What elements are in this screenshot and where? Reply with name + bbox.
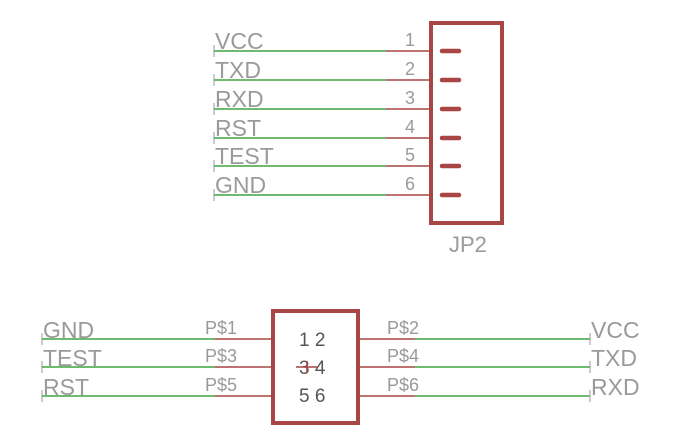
header-left-pin-2: TEST P$3 — [41, 345, 273, 373]
net-label: TXD — [591, 345, 637, 371]
net-label: RXD — [215, 86, 264, 112]
net-label: RST — [215, 115, 261, 141]
header-left-pin-3: RST P$5 — [41, 374, 273, 402]
header-row-3-numbers: 5 6 — [299, 386, 325, 407]
pin-number: 6 — [405, 174, 415, 194]
pin-number: 5 — [405, 145, 415, 165]
jp2-pin-6: GND 6 — [213, 172, 462, 201]
jp2-part-name: JP2 — [449, 232, 487, 257]
net-label: TEST — [215, 143, 274, 169]
pin-number: 4 — [405, 117, 415, 137]
net-label: TXD — [215, 57, 261, 83]
header-right-pins: P$2 VCC P$4 TXD P$6 RXD — [358, 317, 640, 402]
header-2x3: 1 2 3 4 5 6 — [271, 309, 360, 425]
net-label: VCC — [591, 317, 640, 343]
jp2-pin-2: TXD 2 — [213, 57, 462, 86]
pad-label: P$4 — [387, 346, 419, 366]
net-label: RXD — [591, 374, 640, 400]
header-right-pin-2: P$4 TXD — [358, 345, 637, 373]
pin-number: 2 — [405, 59, 415, 79]
header-row-2-numbers: 3 4 — [299, 358, 326, 379]
pad-label: P$3 — [205, 346, 237, 366]
header-left-pin-1: GND P$1 — [41, 317, 273, 345]
jp2-pin-1: VCC 1 — [213, 28, 462, 57]
net-label: GND — [43, 317, 94, 343]
jp2-pin-4: RST 4 — [213, 115, 462, 144]
header-row-1-numbers: 1 2 — [299, 330, 325, 351]
net-label: GND — [215, 172, 266, 198]
jp2-pin-5: TEST 5 — [213, 143, 462, 172]
pad-label: P$2 — [387, 318, 419, 338]
jp2-body — [429, 21, 504, 225]
net-label: VCC — [215, 28, 264, 54]
jp2-pin-3: RXD 3 — [213, 86, 462, 115]
pad-label: P$5 — [205, 375, 237, 395]
pad-label: P$1 — [205, 318, 237, 338]
pin-number: 3 — [405, 88, 415, 108]
jp2-connector: JP2 — [429, 21, 504, 257]
pad-label: P$6 — [387, 375, 419, 395]
net-label: RST — [43, 374, 89, 400]
header-right-pin-3: P$6 RXD — [358, 374, 640, 402]
net-label: TEST — [43, 345, 102, 371]
pin-number: 1 — [405, 30, 415, 50]
header-right-pin-1: P$2 VCC — [358, 317, 640, 345]
